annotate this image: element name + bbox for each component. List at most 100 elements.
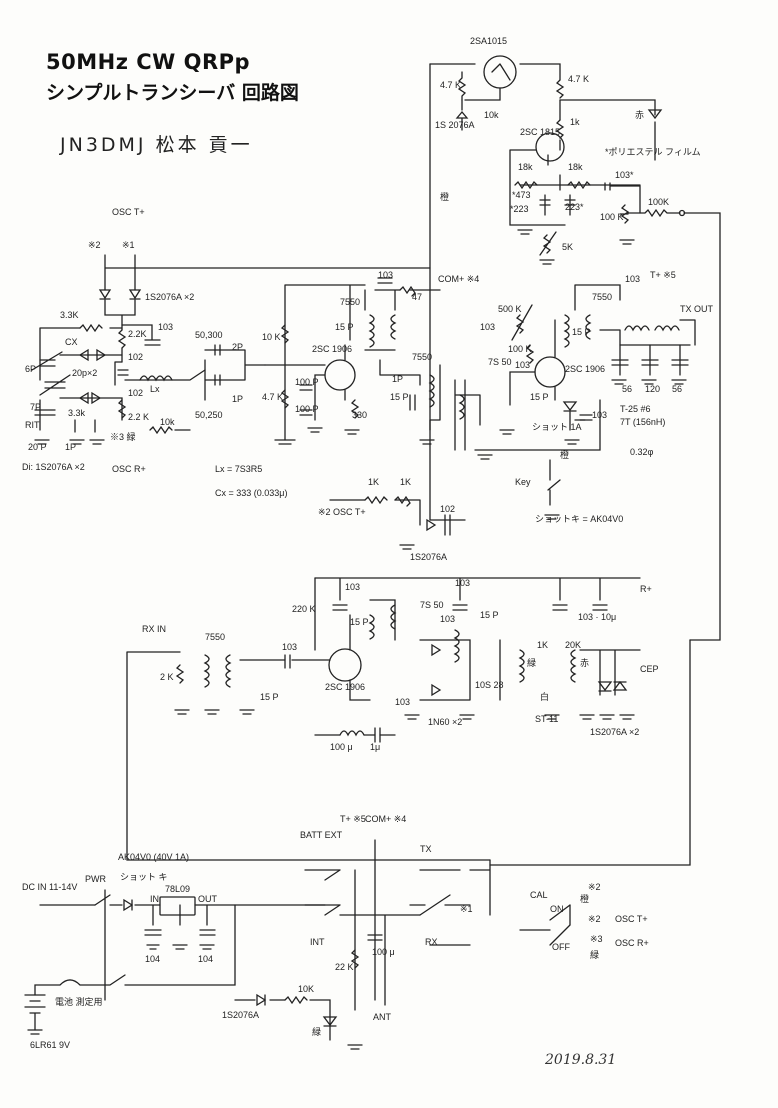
label-c-2p: 2P <box>232 342 243 352</box>
label-t-1k: 1K <box>537 640 548 650</box>
label-t-7550-a: 7550 <box>340 297 360 307</box>
label-r-220k: 220 K <box>292 604 316 614</box>
label-c-7p: 7P <box>30 402 41 412</box>
inductor <box>518 649 525 683</box>
capacitor <box>444 514 451 536</box>
label-cal-orange: 橙 <box>580 893 589 904</box>
wire <box>474 284 621 451</box>
inductor <box>585 314 592 340</box>
label-c-20px2: 20p×2 <box>72 368 97 378</box>
wire <box>114 361 206 386</box>
label-r-1k-c: 1K <box>400 477 411 487</box>
label-int: INT <box>310 937 325 947</box>
label-st11: ST-11 <box>535 714 558 724</box>
wire <box>489 639 691 866</box>
label-d-1s2076a-x2: 1S2076A ×2 <box>145 292 194 302</box>
potentiometer <box>619 204 630 224</box>
wire <box>579 649 641 696</box>
diode <box>597 680 628 692</box>
label-osc-rplus-b: OSC R+ <box>615 938 649 948</box>
label-cx: CX <box>65 337 78 347</box>
label-t-7550-d: 7550 <box>205 632 225 642</box>
label-c-103-l: 103 <box>395 697 410 707</box>
label-t-20k: 20K <box>565 640 581 650</box>
wire <box>39 904 326 926</box>
resistor <box>117 329 127 349</box>
wire <box>627 208 721 641</box>
ground <box>34 439 105 445</box>
transistor-2sc1906-c <box>328 648 362 682</box>
label-r-33k: 3.3K <box>60 310 79 320</box>
label-q-2sc1906-a: 2SC 1906 <box>312 344 352 354</box>
label-lx: Lx <box>150 384 160 394</box>
resistor <box>350 399 360 419</box>
switch <box>549 904 571 946</box>
label-c-56a: 56 <box>622 384 632 394</box>
title-line-2: シンプルトランシーバ 回路図 <box>46 82 299 104</box>
label-r-10k-c: 10 K <box>262 332 281 342</box>
label-c-103-a: 103* <box>615 170 634 180</box>
inductor <box>368 314 375 348</box>
label-t25-turns: 7T (156nH) <box>620 417 665 427</box>
capacitor <box>611 359 689 366</box>
label-tx-out: TX OUT <box>680 304 714 314</box>
ground <box>27 1029 43 1035</box>
wire <box>599 329 691 346</box>
ground <box>517 229 635 265</box>
inductor <box>390 604 397 630</box>
transistor-2sc1815 <box>535 132 565 162</box>
resistor <box>117 399 127 419</box>
label-c-103-10mu: 103 · 10μ <box>578 612 616 622</box>
label-c-100p-a: 100 P <box>295 377 319 387</box>
label-c-104-a: 104 <box>145 954 160 964</box>
label-c-100mu: 100 μ <box>372 947 395 957</box>
label-c-15p-a: 15 P <box>335 322 354 332</box>
label-q-2sc1906-c: 2SC 1906 <box>325 682 365 692</box>
label-ak04: AK04V0 (40V 1A) <box>118 852 189 862</box>
wire <box>604 182 641 214</box>
label-c-15p-b: 15 P <box>390 392 409 402</box>
label-r-22k-a: 2.2K <box>128 329 147 339</box>
label-c-473: *473 <box>512 190 531 200</box>
label-c-1p-c: 1P <box>392 374 403 384</box>
label-di-note: Di: 1S2076A ×2 <box>22 462 85 472</box>
label-rx-in: RX IN <box>142 624 166 634</box>
wire <box>509 149 641 226</box>
date: 2019.8.31 <box>545 1052 617 1068</box>
inductor <box>225 654 232 688</box>
label-c-50-250: 50,250 <box>195 410 223 420</box>
inductor <box>458 394 465 420</box>
label-vr-2k: 2 K <box>160 672 174 682</box>
inductor <box>563 314 570 348</box>
label-orange: 橙 <box>440 191 449 202</box>
label-d-1s2076a-b: 1S2076A <box>410 552 447 562</box>
label-c-103-d: 103 <box>480 322 495 332</box>
label-r-47k-c: 4.7 K <box>262 392 283 402</box>
label-c-103-c: 103 <box>378 270 393 280</box>
label-d-1s2076a-d: 1S2076A <box>222 1010 259 1020</box>
label-tx: TX <box>420 844 432 854</box>
label-r-1k-b: 1K <box>368 477 379 487</box>
label-reg-out: OUT <box>198 894 218 904</box>
wire <box>126 577 491 861</box>
wire <box>429 63 469 521</box>
inductor <box>453 629 460 663</box>
label-osc-rplus-a: OSC R+ <box>112 464 146 474</box>
label-c-104-b: 104 <box>198 954 213 964</box>
label-vr-5k: 5K <box>562 242 573 252</box>
capacitor <box>117 369 129 376</box>
ground <box>174 709 635 720</box>
label-x1-a: ※1 <box>122 240 135 250</box>
label-q-pnp: 2SA1015 <box>470 36 507 46</box>
label-shot-b: ショット キ <box>120 872 168 882</box>
ground <box>347 1044 363 1050</box>
potentiometer <box>175 664 185 684</box>
label-c-6p: 6P <box>25 364 36 374</box>
label-cep: CEP <box>640 664 659 674</box>
transistor-2sc1906-a <box>324 359 356 391</box>
label-c-103-f: 103 <box>592 410 607 420</box>
label-cx-note: Cx = 333 (0.033μ) <box>215 488 287 498</box>
label-off: OFF <box>552 942 570 952</box>
